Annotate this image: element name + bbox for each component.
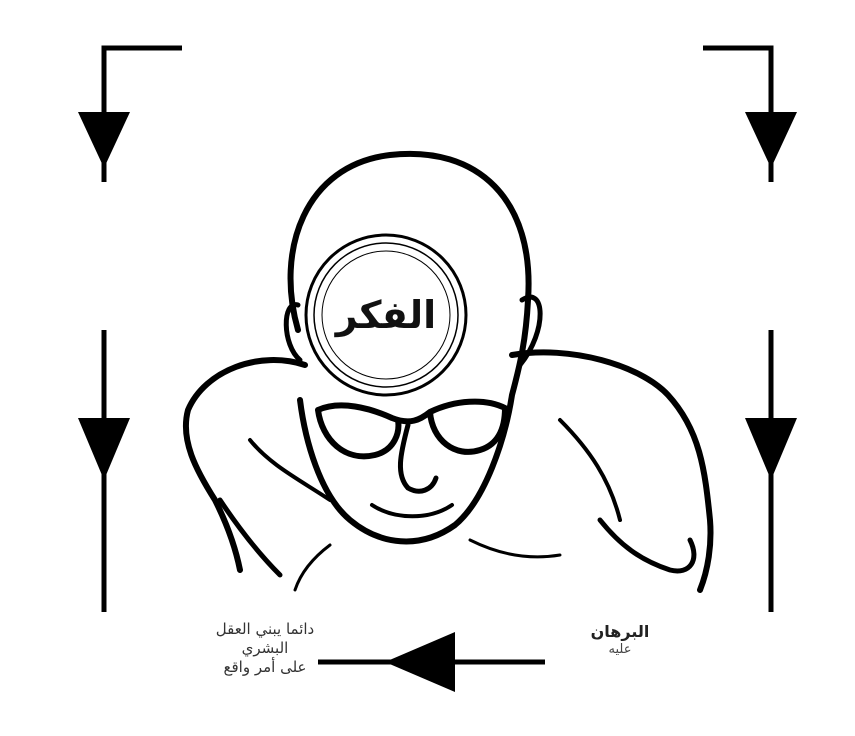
glasses — [318, 402, 505, 457]
center-word: الفكر — [316, 292, 456, 340]
right-shoulder — [512, 352, 711, 590]
top-left-down-arrow — [78, 112, 130, 168]
bottom-left-caption-line1: دائما يبني العقل البشري — [205, 620, 325, 658]
shirt-detail — [295, 540, 560, 590]
bottom-left-caption-line2: على أمر واقع — [205, 658, 325, 677]
left-down-arrow — [78, 418, 130, 480]
head-outline — [291, 154, 529, 542]
bottom-right-caption-line1: البرهان — [591, 622, 650, 641]
right-down-arrow — [745, 418, 797, 480]
bottom-left-arrow — [385, 632, 455, 692]
thinking-head-illustration — [186, 154, 711, 590]
bottom-right-caption: البرهان عليه — [560, 622, 680, 658]
chest-line-right — [560, 420, 620, 520]
bottom-right-caption-line2: عليه — [560, 642, 680, 658]
top-right-down-arrow — [745, 112, 797, 168]
right-arm — [600, 520, 694, 571]
bottom-left-caption: دائما يبني العقل البشري على أمر واقع — [205, 620, 325, 676]
mouth — [372, 505, 452, 516]
nose — [400, 425, 436, 491]
